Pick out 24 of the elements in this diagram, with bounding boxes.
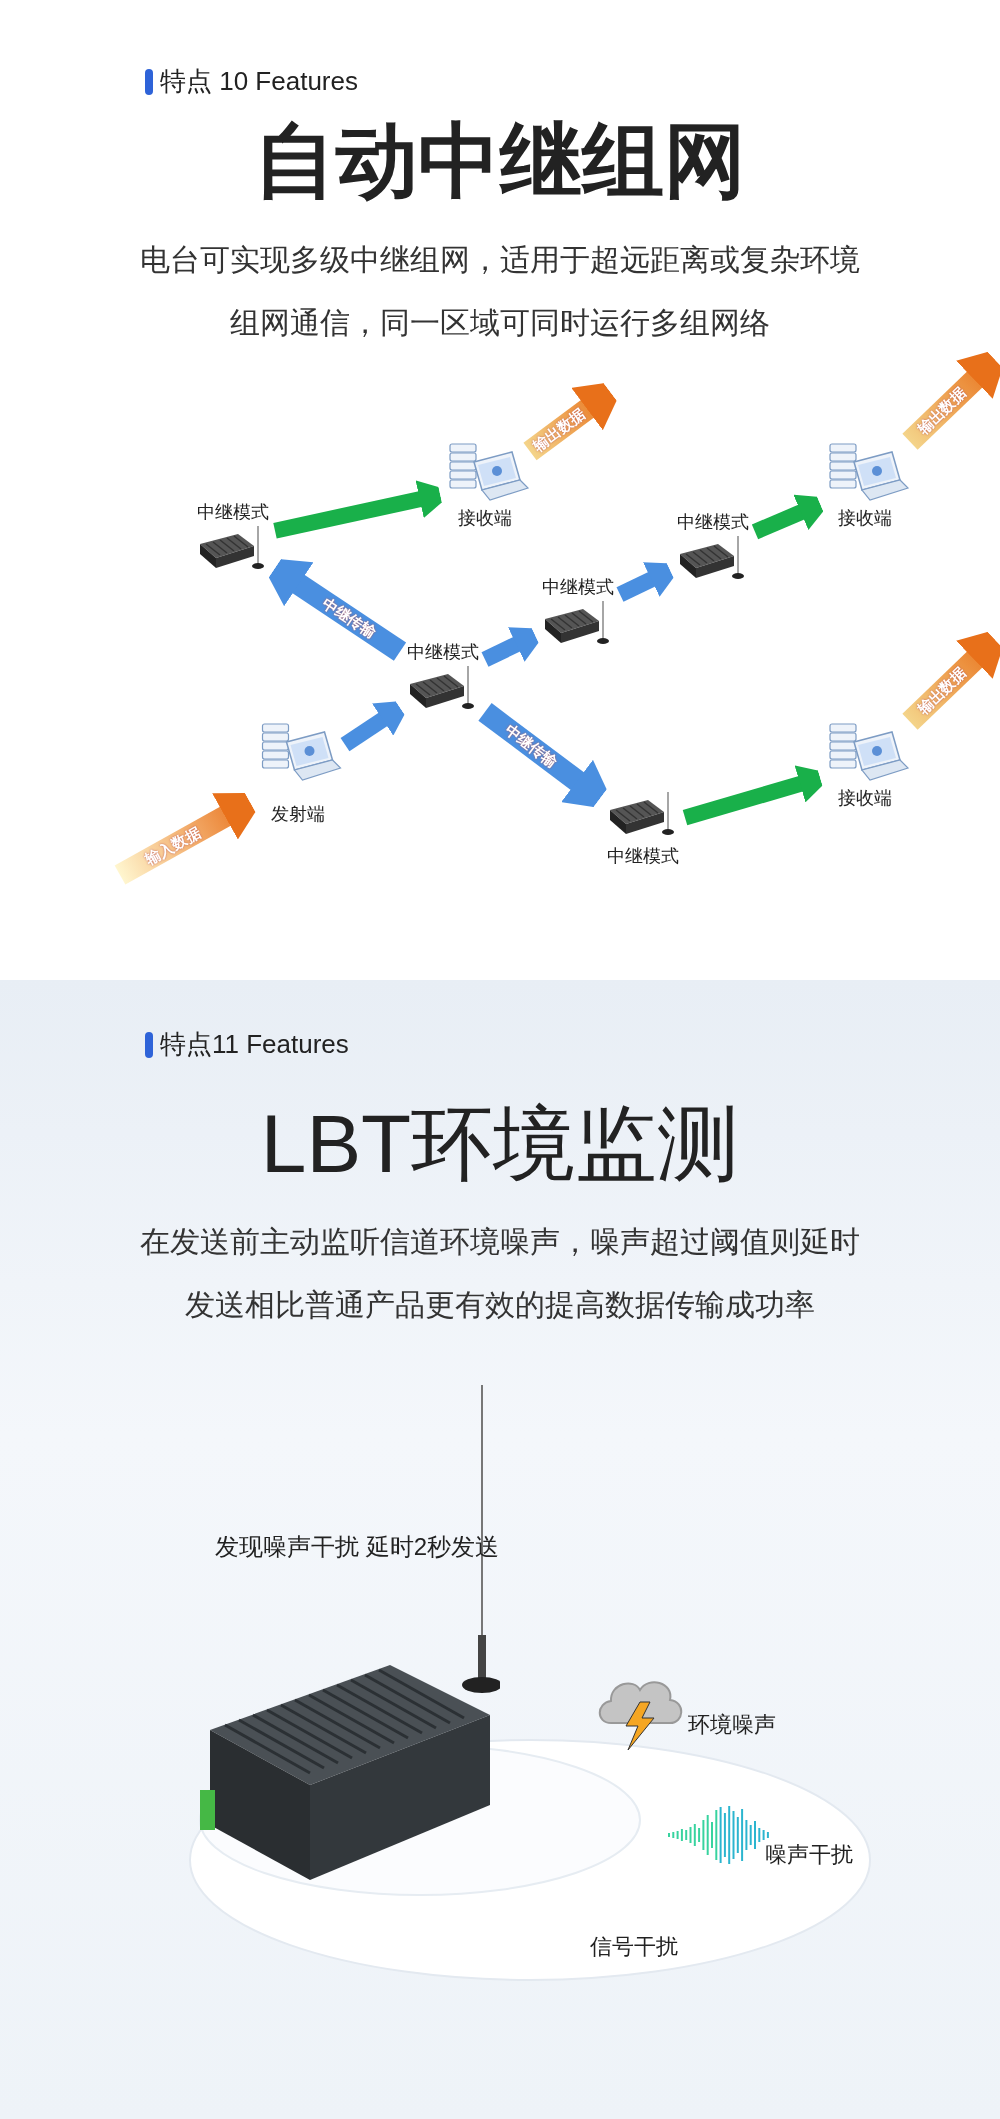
node-label: 中继模式	[196, 501, 269, 524]
section-title: LBT环境监测	[260, 1097, 740, 1191]
caption-text: 信号干扰	[590, 1934, 678, 1961]
edge-label: 中继传输	[319, 593, 380, 643]
node-label: 中继模式	[606, 845, 679, 868]
tag-heading: 特点11 Features	[160, 1029, 349, 1061]
node-label: 接收端	[458, 507, 512, 530]
edge-label: 输出数据	[914, 663, 971, 719]
tag-heading: 特点 10 Features	[160, 66, 358, 98]
edge-label: 输出数据	[529, 405, 588, 456]
edge-label: 中继传输	[501, 721, 561, 772]
description: 电台可实现多级中继组网，适用于超远距离或复杂环境组网通信，同一区域可同时运行多组网络	[139, 242, 861, 341]
caption-text: 环境噪声	[688, 1712, 776, 1739]
node-label: 接收端	[838, 787, 892, 810]
section-title: 自动中继组网	[254, 114, 746, 208]
caption-text: 噪声干扰	[765, 1842, 853, 1869]
edge-label: 输出数据	[914, 383, 971, 439]
node-label: 发射端	[270, 803, 325, 826]
edge-label: 输入数据	[141, 823, 204, 869]
node-label: 中继模式	[541, 576, 614, 599]
node-label: 中继模式	[406, 641, 479, 664]
node-label: 中继模式	[676, 511, 749, 534]
description: 在发送前主动监听信道环境噪声，噪声超过阈值则延时发送相比普通产品更有效的提高数据传输成功率	[139, 1224, 861, 1323]
node-label: 接收端	[838, 507, 892, 530]
